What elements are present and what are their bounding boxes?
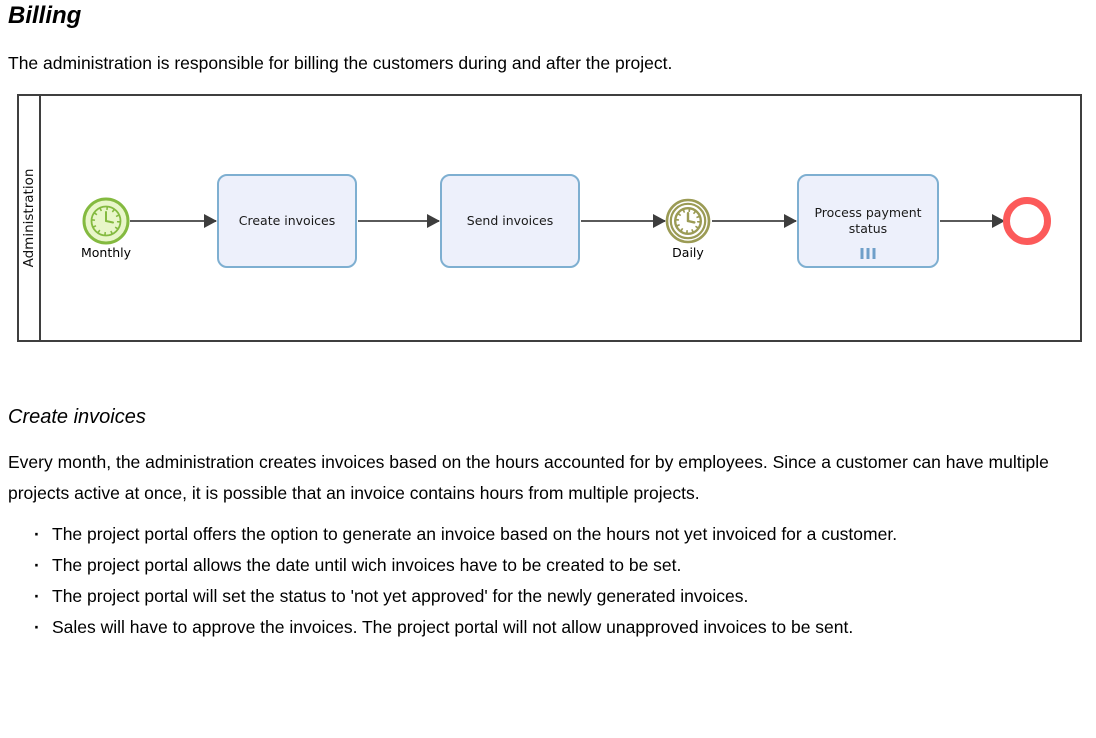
task-label: Send invoices [466, 212, 554, 228]
task-process-payment-status: Process payment status [797, 174, 939, 268]
task-create-invoices: Create invoices [217, 174, 357, 268]
bpmn-diagram: Administration Monthly Create invoices S… [17, 94, 1082, 342]
sequence-flow-arrow [130, 214, 217, 228]
sequence-flow-arrow [940, 214, 1005, 228]
start-event-label: Monthly [80, 245, 132, 260]
sequence-flow-arrow [581, 214, 666, 228]
diagram-canvas: Monthly Create invoices Send invoices Pr… [41, 96, 1080, 340]
section-heading: Create invoices [8, 406, 146, 428]
task-label: Process payment status [814, 204, 922, 236]
intermediate-timer-event [665, 198, 711, 249]
end-event-circle-icon [1003, 197, 1051, 245]
intermediate-event-label: Daily [672, 245, 704, 260]
task-send-invoices: Send invoices [440, 174, 580, 268]
page-title: Billing [8, 2, 82, 29]
list-item: The project portal will set the status t… [34, 581, 1088, 612]
timer-start-icon [82, 197, 130, 245]
end-event [1002, 196, 1052, 251]
intro-paragraph: The administration is responsible for bi… [8, 53, 673, 73]
lane-label-strip: Administration [19, 96, 41, 340]
list-item: Sales will have to approve the invoices.… [34, 612, 1088, 643]
task-label: Create invoices [238, 212, 336, 228]
list-item: The project portal allows the date until… [34, 550, 1088, 581]
sequence-flow-arrow [358, 214, 440, 228]
lane-label: Administration [21, 168, 37, 268]
parallel-multi-instance-icon [860, 248, 876, 259]
section-paragraph: Every month, the administration creates … [8, 452, 1049, 503]
sequence-flow-arrow [712, 214, 797, 228]
timer-intermediate-icon [665, 198, 711, 244]
start-timer-event [82, 197, 130, 250]
list-item: The project portal offers the option to … [34, 519, 1088, 550]
bullet-list: The project portal offers the option to … [8, 519, 1088, 643]
